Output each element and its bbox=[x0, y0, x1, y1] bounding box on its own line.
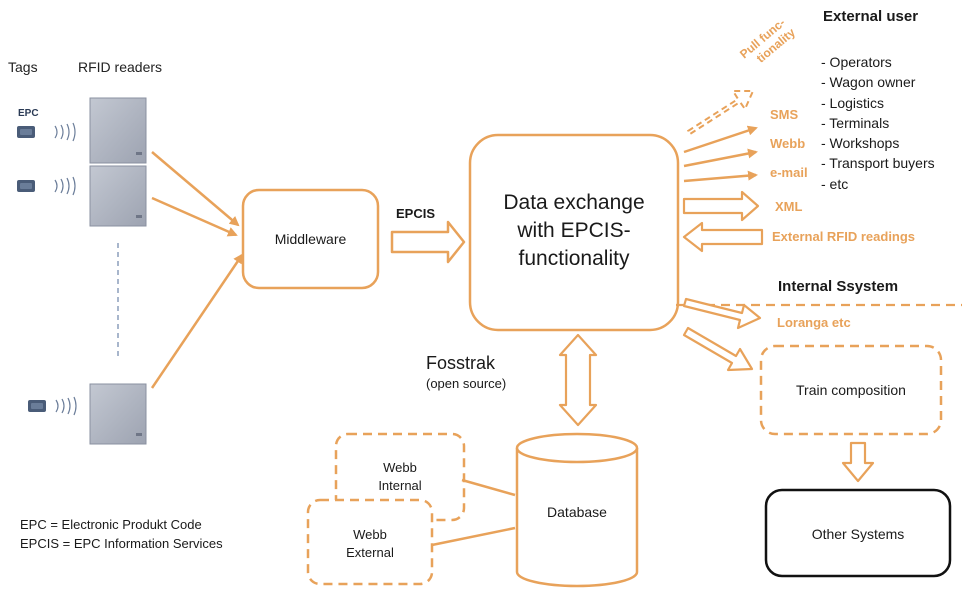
user-operators: - Operators bbox=[821, 54, 892, 70]
loranga-arrow bbox=[682, 297, 762, 330]
tag-2-icon bbox=[17, 180, 35, 192]
data-exchange-label: Data exchange with EPCIS- functionality bbox=[470, 189, 678, 273]
other-systems-label: Other Systems bbox=[811, 526, 905, 542]
user-terminals: - Terminals bbox=[821, 114, 890, 131]
user-transport-buyers: - Transport buyers bbox=[821, 155, 935, 172]
data-exchange-line1: Data exchange bbox=[503, 191, 645, 214]
sms-arrow bbox=[683, 125, 758, 154]
train-composition-arrow bbox=[682, 326, 754, 372]
webb-external-line2: External bbox=[346, 545, 394, 560]
other-systems-box bbox=[764, 488, 952, 578]
webb-internal-label: Webb Internal bbox=[336, 459, 464, 495]
middleware-label: Middleware bbox=[274, 231, 347, 247]
webb-arrow bbox=[683, 148, 758, 168]
radio-waves-1-icon bbox=[54, 122, 76, 142]
external-rfid-arrow bbox=[682, 221, 764, 253]
external-user-title: External user bbox=[823, 8, 919, 25]
rfid-readers-label: RFID readers bbox=[78, 59, 163, 75]
radio-waves-2-icon bbox=[54, 176, 76, 196]
database-label: Database bbox=[547, 504, 607, 520]
train-composition-label: Train composition bbox=[796, 382, 906, 398]
reader1-to-middleware-arrow bbox=[151, 151, 240, 227]
legend-epcis: EPCIS = EPC Information Services bbox=[20, 536, 223, 551]
webb-internal-connector bbox=[461, 478, 516, 497]
epcis-label: EPCIS bbox=[396, 206, 436, 221]
reader3-to-middleware-arrow bbox=[150, 253, 244, 389]
data-exchange-line2: with EPCIS- bbox=[517, 219, 631, 242]
internal-system-title: Internal Ssystem bbox=[778, 278, 899, 295]
xml-arrow bbox=[682, 190, 760, 222]
user-etc: - etc bbox=[821, 175, 849, 192]
user-logistics: - Logistics bbox=[821, 94, 885, 111]
middleware-box bbox=[241, 188, 380, 290]
rfid-reader-1-icon bbox=[89, 97, 147, 164]
legend: EPC = Electronic Produkt Code EPCIS = EP… bbox=[20, 515, 223, 553]
tag-3-icon bbox=[28, 400, 46, 412]
webb-external-line1: Webb bbox=[353, 527, 387, 542]
channel-sms: SMS bbox=[770, 107, 799, 122]
user-workshops: - Workshops bbox=[821, 135, 900, 152]
epcis-arrow bbox=[390, 220, 466, 264]
pull-functionality-arrow bbox=[687, 90, 754, 135]
data-exchange-box bbox=[468, 133, 680, 332]
loranga-label: Loranga etc bbox=[777, 315, 851, 330]
database-cylinder bbox=[515, 432, 639, 588]
train-to-other-systems-arrow bbox=[841, 441, 875, 483]
rfid-reader-3-icon bbox=[89, 383, 147, 445]
train-composition-box bbox=[759, 344, 943, 436]
channel-xml: XML bbox=[775, 199, 803, 214]
reader2-to-middleware-arrow bbox=[151, 196, 238, 237]
tag-1-icon bbox=[17, 126, 35, 138]
tags-label: Tags bbox=[8, 59, 38, 75]
channel-webb: Webb bbox=[770, 136, 806, 151]
fosstrak-title: Fosstrak bbox=[426, 353, 496, 373]
external-user-list: - Operators - Wagon owner - Logistics - … bbox=[821, 52, 935, 194]
channel-external-rfid: External RFID readings bbox=[772, 229, 916, 244]
webb-internal-line1: Webb bbox=[383, 460, 417, 475]
data-exchange-line3: functionality bbox=[518, 247, 630, 270]
rfid-reader-2-icon bbox=[89, 165, 147, 227]
email-arrow bbox=[683, 170, 758, 183]
webb-internal-line2: Internal bbox=[378, 478, 422, 493]
fosstrak-subtitle: (open source) bbox=[426, 376, 507, 391]
legend-epc: EPC = Electronic Produkt Code bbox=[20, 517, 202, 532]
webb-external-box bbox=[306, 498, 434, 586]
exchange-database-arrow bbox=[558, 333, 598, 427]
user-wagon-owner: - Wagon owner bbox=[821, 74, 916, 91]
webb-external-label: Webb External bbox=[308, 526, 432, 562]
webb-external-connector bbox=[431, 526, 516, 547]
epc-tag-label: EPC bbox=[18, 108, 39, 119]
radio-waves-3-icon bbox=[55, 396, 77, 416]
channel-email: e-mail bbox=[770, 165, 808, 180]
